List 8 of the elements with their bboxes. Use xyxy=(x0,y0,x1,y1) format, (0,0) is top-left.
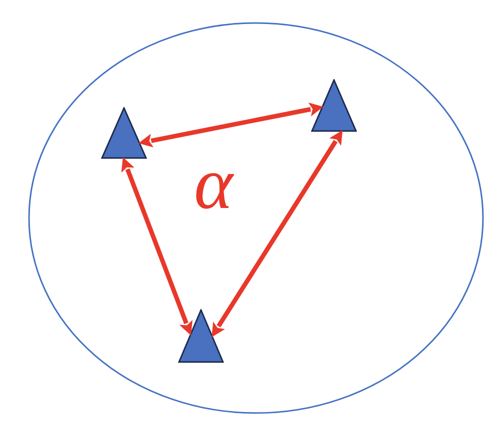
double-arrow xyxy=(210,130,344,338)
double-arrow xyxy=(121,157,193,336)
ellipse-outline xyxy=(28,22,484,414)
triangle-marker xyxy=(178,309,224,363)
triangle-marker xyxy=(101,107,147,159)
greek-letter-label: α xyxy=(194,147,233,221)
triangle-marker xyxy=(311,79,357,132)
double-arrow xyxy=(138,102,324,148)
